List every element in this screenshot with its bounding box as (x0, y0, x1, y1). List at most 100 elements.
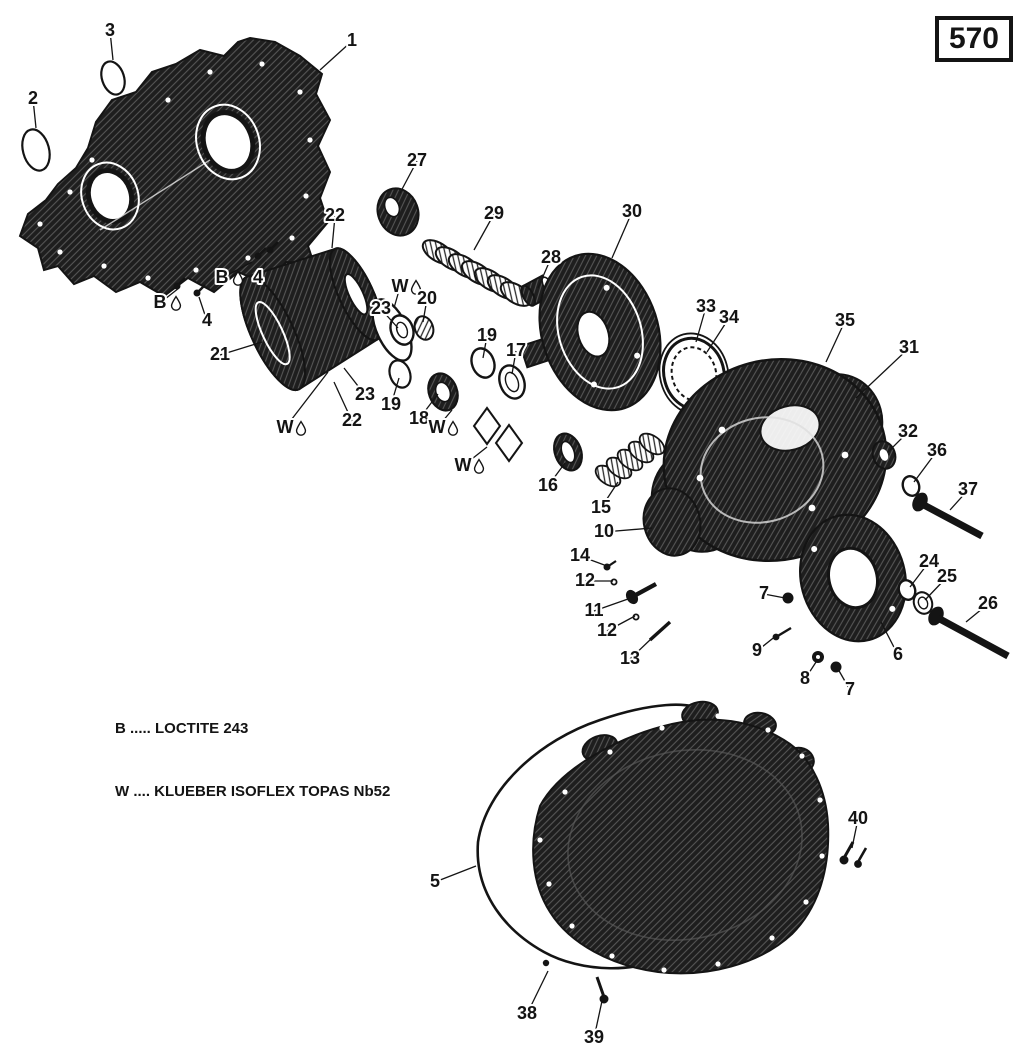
part-washer-cluster (388, 314, 526, 463)
callout-leader-line (804, 658, 819, 680)
callout-15: 15 (589, 481, 619, 519)
callout-10: 10 (592, 519, 653, 543)
callout-30: 30 (611, 199, 644, 259)
callout-label: 21 (210, 344, 230, 364)
callout-b: B (152, 287, 182, 314)
callout-b: B (214, 261, 253, 289)
callout-leader-line (343, 367, 366, 396)
callout-39: 39 (582, 1000, 606, 1049)
callout-26: 26 (965, 591, 1000, 623)
callout-32: 32 (887, 419, 920, 453)
callout-31: 31 (855, 335, 921, 399)
callout-16: 16 (536, 462, 566, 497)
callout-36: 36 (913, 438, 949, 483)
callout-23: 23 (343, 367, 377, 406)
callout-label: W (429, 417, 446, 437)
callout-label: 38 (517, 1003, 537, 1023)
callout-12: 12 (573, 568, 613, 592)
callout-leader-line (579, 555, 608, 567)
callout-22: 22 (333, 381, 364, 432)
callout-leader-line (887, 431, 909, 453)
callout-leader-line (593, 598, 629, 612)
callout-leader-line (390, 377, 400, 406)
outer-cover-bolt-holes (537, 713, 825, 973)
callout-label: 40 (848, 808, 868, 828)
callout-14: 14 (568, 543, 608, 567)
callout-leader-line (600, 481, 619, 509)
part-driven-cover-6 (799, 513, 907, 643)
callout-label: 39 (584, 1027, 604, 1047)
callout-leader-line (606, 615, 636, 632)
callout-w: W (275, 371, 329, 439)
callout-27: 27 (399, 148, 429, 194)
part-shaft-hardware (603, 560, 672, 642)
callout-leader-line (695, 306, 707, 343)
callout-label: 27 (407, 150, 427, 170)
lube-droplet-icon (170, 295, 182, 311)
callout-20: 20 (415, 286, 439, 323)
callout-label: 15 (591, 497, 611, 517)
callout-37: 37 (949, 477, 980, 511)
lube-droplet-icon (447, 420, 459, 436)
callout-leader-line (284, 371, 329, 429)
callout-9: 9 (750, 634, 778, 662)
callout-label: W (277, 417, 294, 437)
callout-leader-line (399, 160, 418, 194)
callout-18: 18 (407, 393, 439, 430)
callout-label: B (154, 292, 167, 312)
callout-label: 4 (253, 267, 263, 287)
callout-leader-line (924, 576, 948, 601)
callout-38: 38 (515, 970, 549, 1025)
callout-label: 17 (506, 340, 526, 360)
callout-leader-line (949, 489, 969, 511)
callout-leader-line (219, 341, 263, 356)
callout-label: 12 (597, 620, 617, 640)
legend-line-loctite: B ..... LOCTITE 243 (115, 720, 249, 737)
callout-leader-line (159, 287, 180, 304)
callout-label: 31 (899, 337, 919, 357)
callout-leader-line (482, 335, 488, 359)
callout-4: 4 (198, 296, 214, 332)
callout-label: 29 (484, 203, 504, 223)
model-number: 570 (948, 22, 999, 55)
callout-leader-line (331, 215, 336, 249)
callout-label: 6 (893, 644, 903, 664)
callout-leader-line (511, 350, 517, 375)
callout-label: 5 (430, 871, 440, 891)
callout-2: 2 (26, 86, 40, 129)
cover-bolt-holes (37, 61, 313, 281)
callout-leader-line (436, 409, 453, 429)
callout-label: W (455, 455, 472, 475)
callout-leader-line (221, 261, 253, 279)
callout-label: 20 (417, 288, 437, 308)
callout-leader-line (473, 213, 495, 251)
callout-label: 23 (355, 384, 375, 404)
callout-1: 1 (319, 28, 359, 71)
callout-leader-line (825, 320, 846, 363)
callout-23: 23 (369, 296, 399, 329)
part-right-hardware (772, 440, 1010, 673)
callout-label: 36 (927, 440, 947, 460)
callout-leader-line (603, 527, 653, 533)
callout-7: 7 (757, 581, 786, 605)
callout-label: 22 (325, 205, 345, 225)
legend-line-klueber: W .... KLUEBER ISOFLEX TOPAS Nb52 (115, 783, 391, 800)
callout-label: 19 (477, 325, 497, 345)
callout-leader-line (418, 393, 439, 420)
part-spring-15 (594, 432, 666, 488)
part-governor-cup-30 (519, 252, 662, 412)
callout-label: 26 (978, 593, 998, 613)
model-badge: 570 (934, 16, 1013, 62)
callout-label: 23 (371, 298, 391, 318)
part-driven-pulley (642, 357, 888, 563)
part-cap-27 (376, 187, 420, 237)
callout-21: 21 (208, 341, 263, 366)
callout-leader-line (965, 603, 989, 623)
callout-leader-line (319, 40, 353, 71)
callout-label: 33 (696, 296, 716, 316)
callout-leader-line (333, 381, 353, 422)
callout-leader-line (837, 668, 851, 691)
callout-33: 33 (694, 294, 718, 343)
callout-label: 32 (898, 421, 918, 441)
